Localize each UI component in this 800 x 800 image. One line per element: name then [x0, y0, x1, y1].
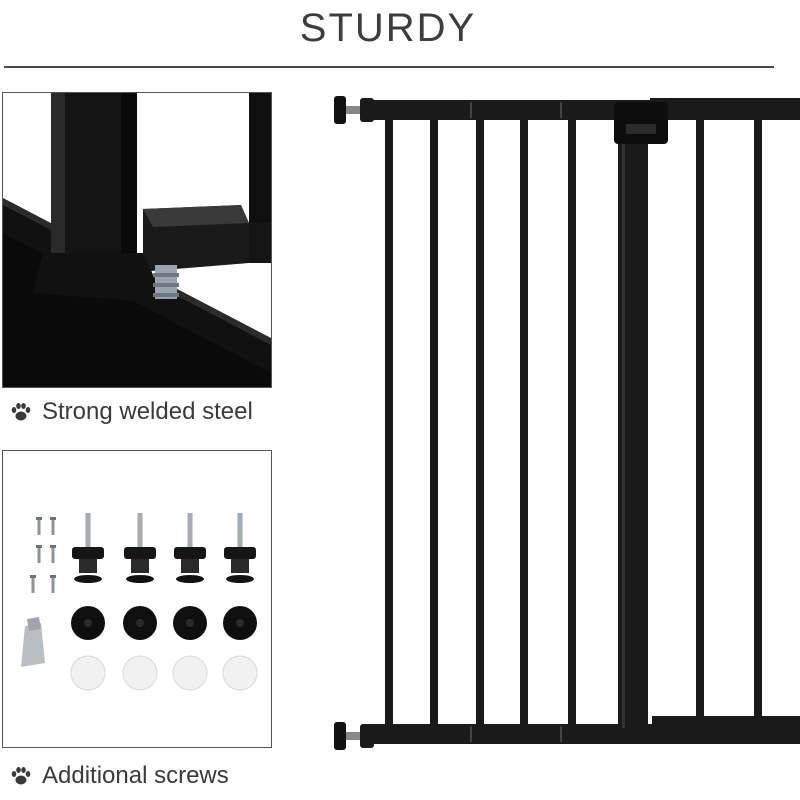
- feature-strong-steel: Strong welded steel: [10, 398, 253, 426]
- pressure-knob: [334, 722, 374, 750]
- gate-bar: [385, 120, 393, 728]
- rubber-end-cap: [123, 606, 157, 640]
- small-screw: [50, 517, 56, 535]
- safety-gate: [370, 98, 800, 744]
- adhesive-pad: [222, 655, 258, 691]
- small-screw: [36, 517, 42, 535]
- latch-block: [614, 102, 668, 144]
- small-screw: [36, 545, 42, 563]
- adhesive-pad: [70, 655, 106, 691]
- rubber-end-cap: [71, 606, 105, 640]
- spindle-bolt: [124, 513, 156, 583]
- spindle-bolt: [224, 513, 256, 583]
- page-title: STURDY: [299, 6, 477, 50]
- spindle-bolt: [72, 513, 104, 583]
- welded-joint-photo: [2, 92, 272, 388]
- title-divider: [4, 66, 774, 68]
- mounting-wedge: [21, 617, 45, 667]
- rubber-end-cap: [223, 606, 257, 640]
- small-screw: [50, 545, 56, 563]
- paw-icon: [11, 403, 31, 421]
- gate-bar: [696, 116, 704, 716]
- hardware-kit-photo: [2, 450, 272, 748]
- small-screw: [50, 575, 56, 593]
- adhesive-pad: [122, 655, 158, 691]
- paw-icon: [11, 767, 31, 785]
- pressure-knob: [334, 96, 374, 124]
- feature-label: Strong welded steel: [42, 398, 253, 425]
- adhesive-pad: [172, 655, 208, 691]
- gate-photo: [330, 88, 800, 763]
- feature-additional-screws: Additional screws: [10, 762, 229, 790]
- small-screw: [30, 575, 36, 593]
- rubber-end-cap: [173, 606, 207, 640]
- gate-bar: [754, 116, 762, 716]
- gate-bar: [476, 120, 484, 728]
- spindle-bolt: [174, 513, 206, 583]
- gate-bar: [520, 120, 528, 728]
- feature-label: Additional screws: [42, 762, 229, 789]
- gate-bar: [568, 120, 576, 728]
- gate-bar: [430, 120, 438, 728]
